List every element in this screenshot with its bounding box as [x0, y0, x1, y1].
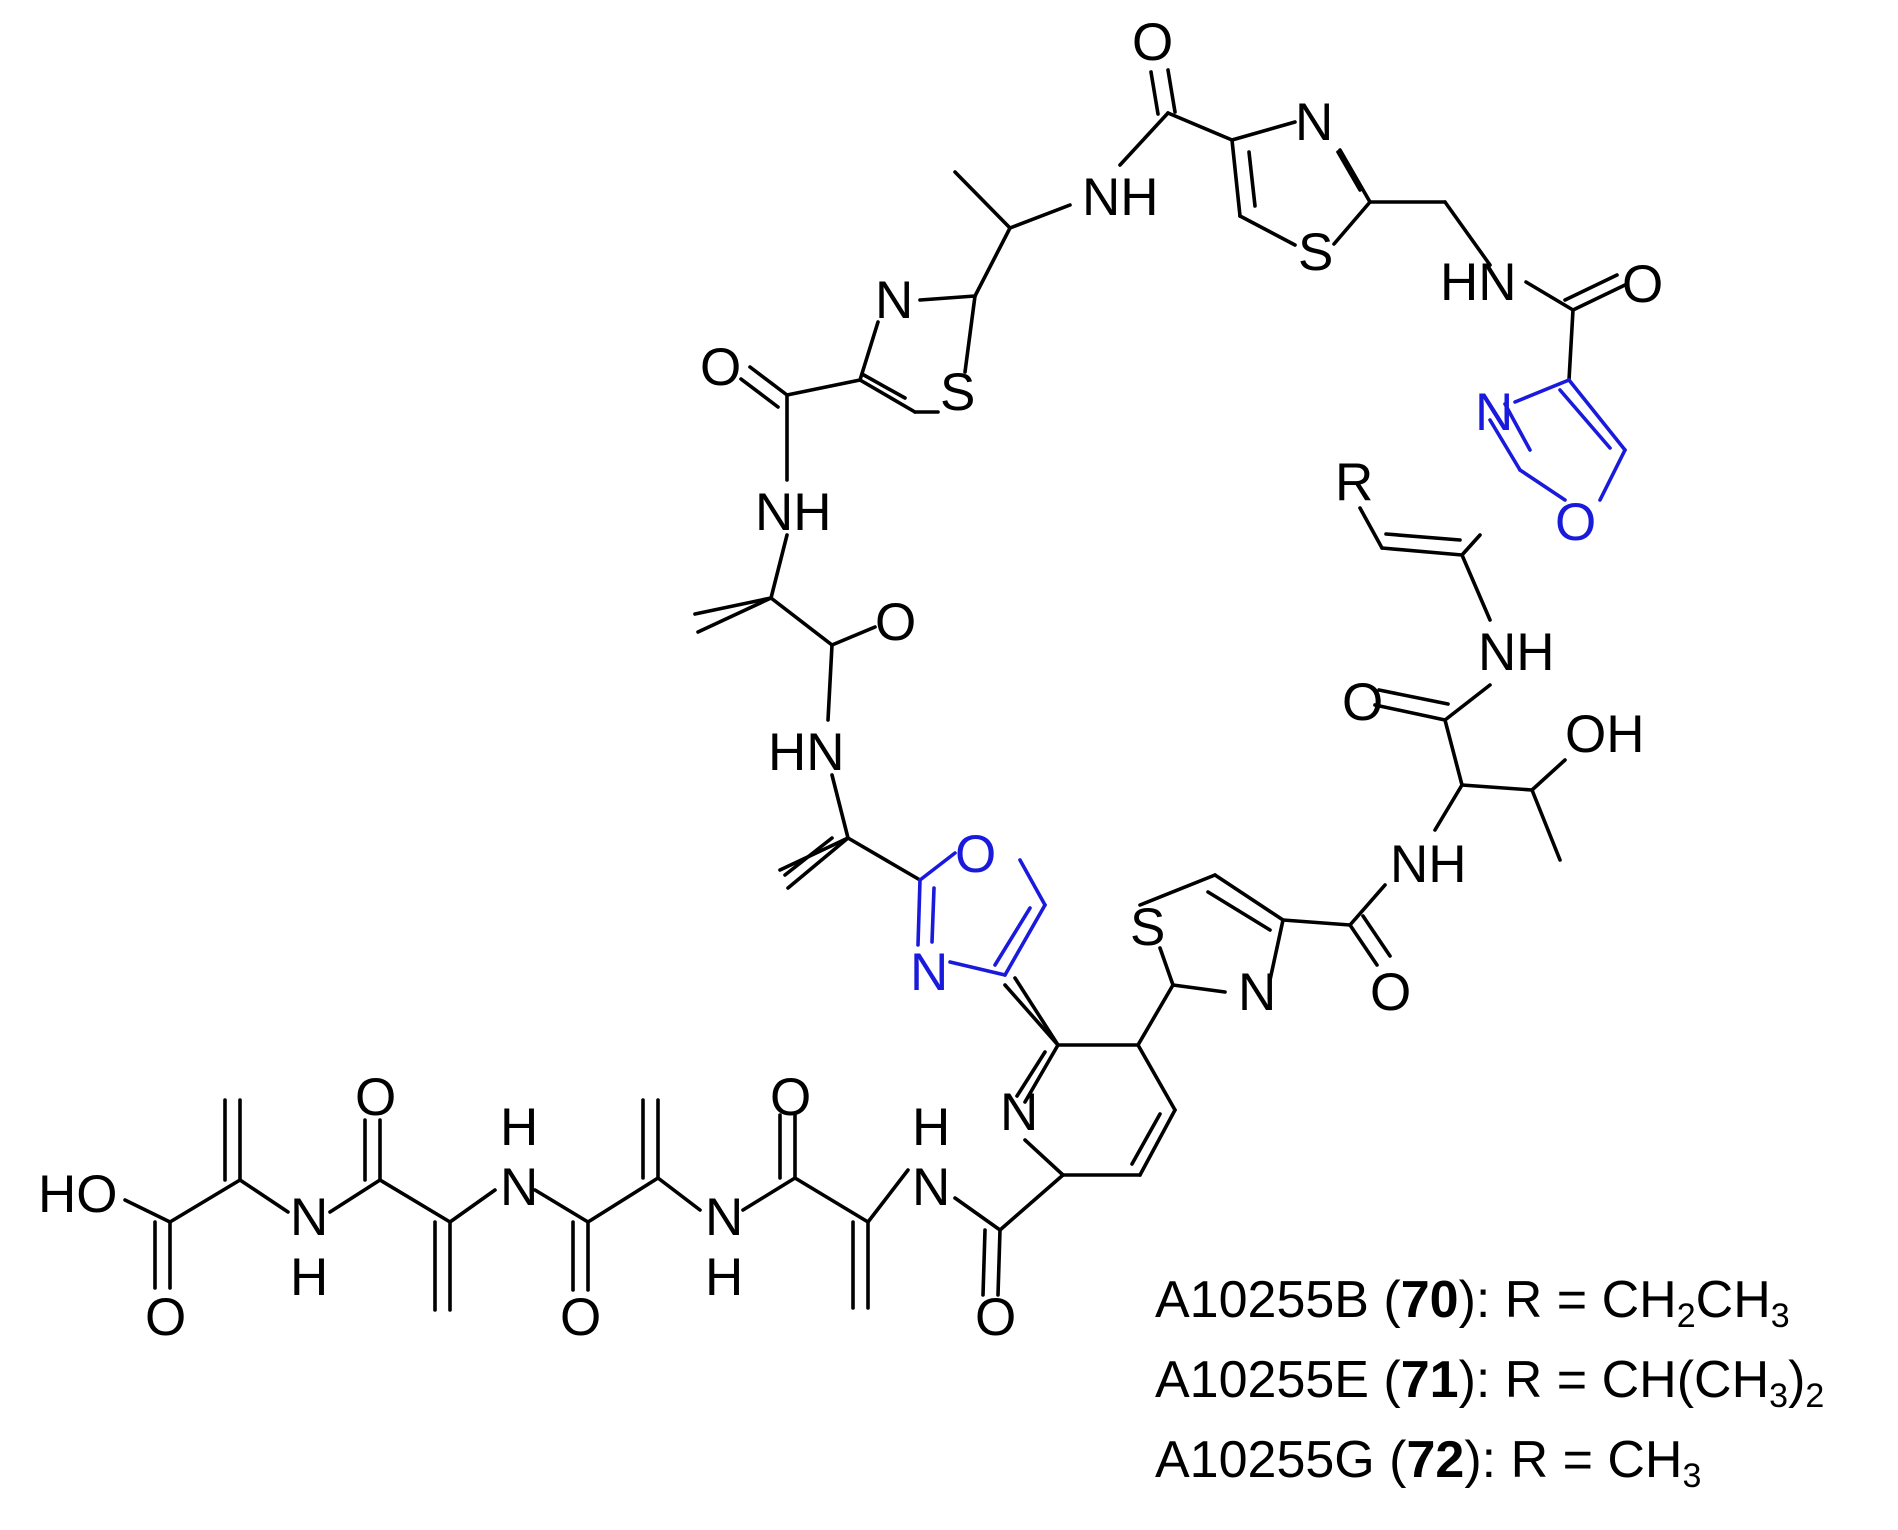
atom-h: H [912, 1098, 950, 1157]
atom-o: O [1132, 13, 1173, 72]
compound-name: A10255G [1155, 1431, 1375, 1489]
atom-labels: O N S NH HN O N O R NH O OH NH N S O NH … [38, 13, 1663, 1347]
r-subscript: 3 [1682, 1457, 1702, 1495]
compound-number: 72 [1406, 1431, 1465, 1489]
r-subscript: 2 [1676, 1297, 1696, 1335]
atom-o: O [1342, 673, 1383, 732]
atom-oh: OH [1565, 705, 1645, 764]
legend-row: A10255G (72): R = CH3 [1155, 1431, 1702, 1495]
atom-n: N [500, 1158, 538, 1217]
r-formula-mid: ) [1788, 1351, 1806, 1409]
atom-hn: HN [1440, 253, 1517, 312]
atom-n: N [910, 943, 948, 1002]
compound-name: A10255E [1155, 1351, 1369, 1409]
atom-o: O [145, 1288, 186, 1347]
atom-hn: HN [768, 723, 845, 782]
atom-h: H [705, 1248, 743, 1307]
atom-nh: NH [1478, 623, 1555, 682]
atom-n: N [1000, 1083, 1038, 1142]
atom-n: N [1238, 963, 1276, 1022]
atom-s: S [940, 363, 975, 422]
atom-o: O [955, 825, 996, 884]
atom-r: R [1335, 453, 1373, 512]
atom-o: O [1555, 493, 1596, 552]
r-subscript: 3 [1769, 1377, 1789, 1415]
atom-o: O [700, 338, 741, 397]
atom-o: O [875, 593, 916, 652]
atom-s: S [1130, 898, 1165, 957]
atom-ho: HO [38, 1165, 118, 1224]
r-subscript: 3 [1770, 1297, 1790, 1335]
atom-h: H [290, 1248, 328, 1307]
compound-number: 70 [1400, 1271, 1459, 1329]
atom-o: O [1370, 963, 1411, 1022]
r-subscript: 2 [1805, 1377, 1825, 1415]
r-formula: R = CH [1510, 1431, 1683, 1489]
atom-o: O [355, 1068, 396, 1127]
compound-number: 71 [1400, 1351, 1459, 1409]
atom-nh: NH [755, 483, 832, 542]
r-formula: R = CH [1504, 1271, 1677, 1329]
r-formula-mid: CH [1695, 1271, 1771, 1329]
atom-nh: NH [1390, 835, 1467, 894]
bonds-blue [916, 378, 1627, 977]
atom-n: N [1475, 383, 1513, 442]
atom-s: S [1298, 223, 1333, 282]
atom-n: N [290, 1188, 328, 1247]
legend-row: A10255E (71): R = CH(CH3)2 [1155, 1351, 1825, 1415]
legend-row: A10255B (70): R = CH2CH3 [1155, 1271, 1790, 1335]
atom-o: O [975, 1288, 1016, 1347]
atom-n: N [1295, 93, 1333, 152]
atom-h: H [500, 1098, 538, 1157]
atom-n: N [875, 271, 913, 330]
atom-o: O [560, 1288, 601, 1347]
compound-name: A10255B [1155, 1271, 1369, 1329]
atom-o: O [770, 1068, 811, 1127]
atom-nh: NH [1082, 168, 1159, 227]
bonds-black [123, 68, 1627, 1312]
atom-o: O [1622, 255, 1663, 314]
compound-legend: A10255B (70): R = CH2CH3 A10255E (71): R… [1155, 1260, 1824, 1500]
atom-n: N [912, 1158, 950, 1217]
atom-n: N [705, 1188, 743, 1247]
r-formula: R = CH(CH [1504, 1351, 1770, 1409]
